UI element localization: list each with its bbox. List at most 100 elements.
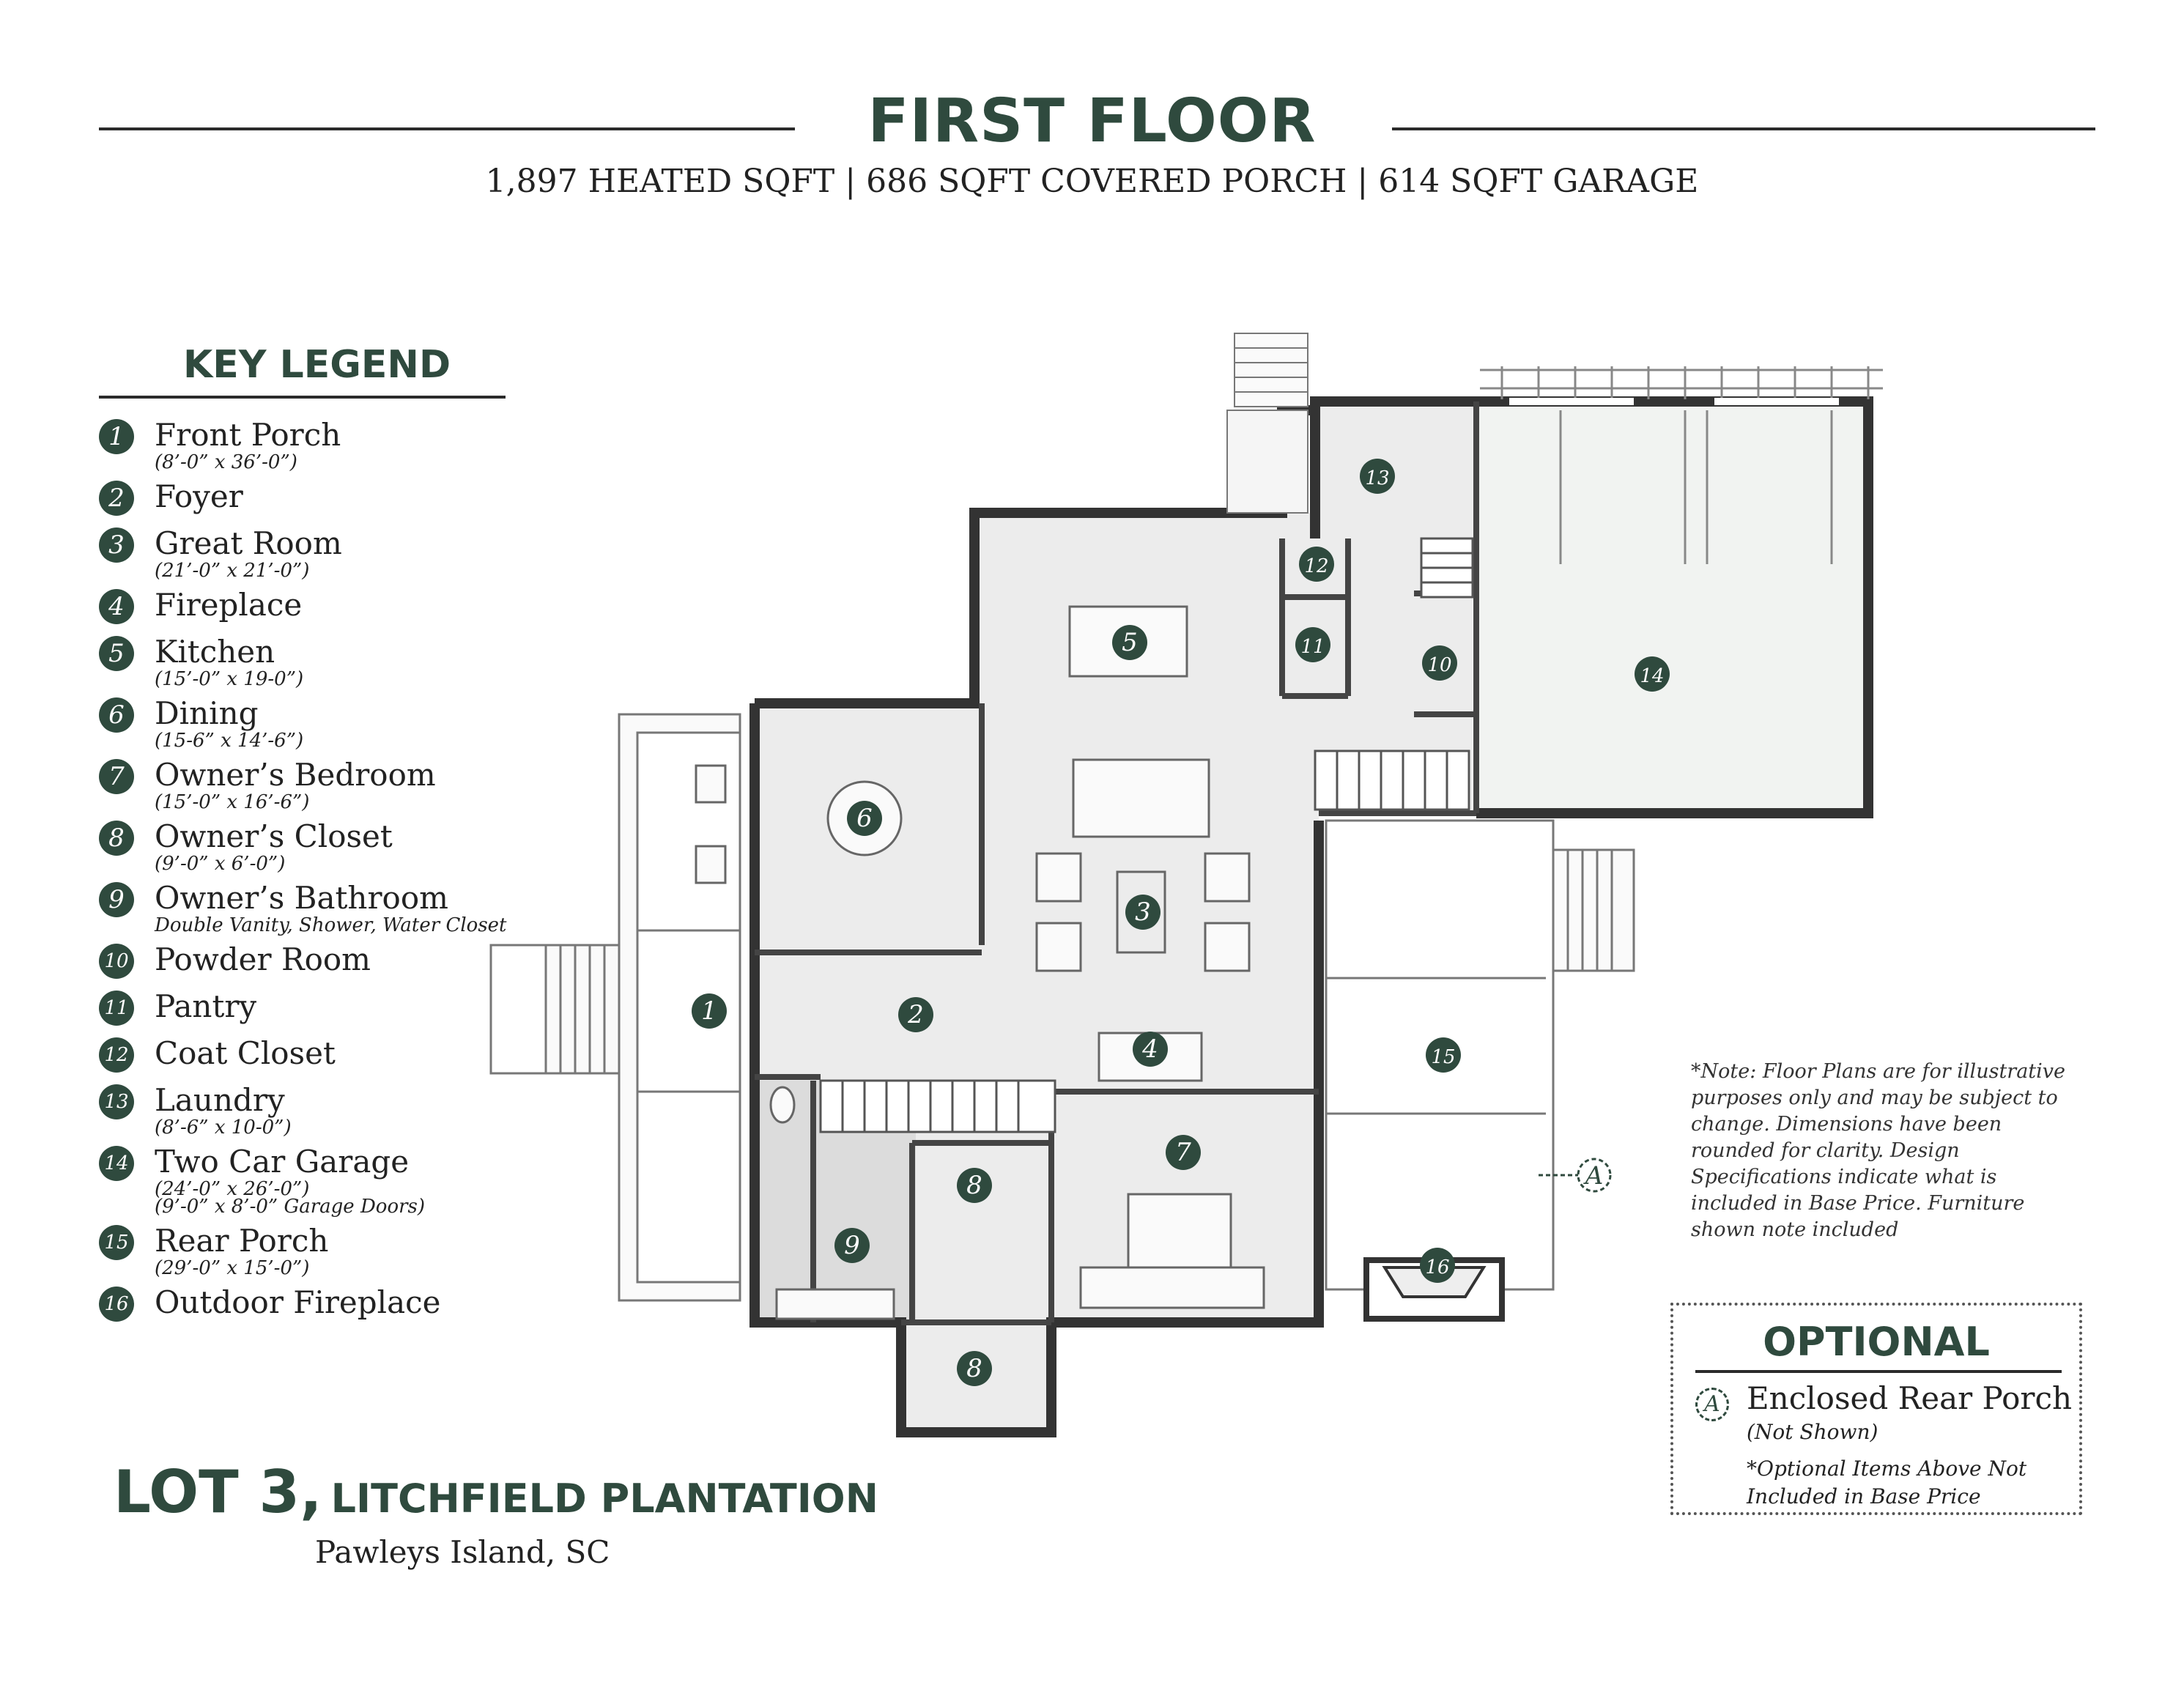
plan-room-number: 5 [1122, 628, 1138, 657]
separator: | [1357, 163, 1369, 200]
separator: | [845, 163, 856, 200]
legend-item-name: Pantry [155, 988, 257, 1024]
plan-room-badge [1422, 645, 1457, 681]
legend-item-name: Owner’s Bathroom [155, 880, 448, 916]
garage-sqft: 614 SQFT GARAGE [1378, 163, 1699, 200]
legend-item-name: Owner’s Closet [155, 818, 393, 854]
legend-item: 4 Fireplace [99, 585, 509, 626]
legend-item-name: Fireplace [155, 587, 303, 623]
legend-number-badge: 9 [99, 882, 134, 917]
lot-location: Pawleys Island, SC [315, 1534, 610, 1570]
legend-item-name: Foyer [155, 478, 243, 514]
legend-number-badge: 4 [99, 589, 134, 624]
legend-item-detail: (15-6” x 14’-6”) [155, 730, 304, 752]
lot-subtitle: LITCHFIELD PLANTATION [330, 1476, 878, 1522]
plan-room-number: 8 [966, 1354, 982, 1383]
legend-item-detail: Double Vanity, Shower, Water Closet [155, 914, 507, 936]
plan-room-badge [1360, 459, 1395, 494]
plan-room-badge [898, 997, 933, 1032]
legend-item-name: Outdoor Fireplace [155, 1284, 441, 1320]
plan-room-badge [1125, 895, 1161, 930]
plan-room-badge [1420, 1248, 1455, 1283]
legend-number-badge: 5 [99, 636, 134, 671]
legend-number-badge: 1 [99, 419, 134, 454]
optional-title: OPTIONAL [1763, 1319, 1990, 1365]
header-rule-left [99, 127, 795, 130]
legend-item-detail: (21’-0” x 21’-0”) [155, 560, 310, 582]
legend-item-detail: (24’-0” x 26’-0”) [155, 1178, 310, 1200]
plan-room-badge [834, 1228, 870, 1263]
legend-number-badge: 12 [99, 1037, 134, 1073]
page-title: FIRST FLOOR [867, 86, 1317, 156]
legend-item-detail: (15’-0” x 16’-6”) [155, 791, 310, 813]
legend-item-detail: (9’-0” x 6’-0”) [155, 853, 286, 875]
legend-rule [99, 396, 506, 399]
plan-room-badge [1299, 547, 1334, 582]
porch-sqft: 686 SQFT COVERED PORCH [866, 163, 1347, 200]
rear-porch [1325, 819, 1635, 1322]
legend-item: 7 Owner’s Bedroom(15’-0” x 16’-6”) [99, 755, 509, 813]
optional-item-name: Enclosed Rear Porch [1747, 1380, 2073, 1416]
legend-item: 14 Two Car Garage(24’-0” x 26’-0”)(9’-0” … [99, 1141, 509, 1218]
legend-number-badge: 7 [99, 759, 134, 794]
plan-room-number: 16 [1425, 1256, 1449, 1278]
legend-number-badge: 16 [99, 1287, 134, 1322]
plan-room-badge [1295, 627, 1330, 662]
legend-item: 6 Dining(15-6” x 14’-6”) [99, 693, 509, 752]
area-summary: 1,897 HEATED SQFT|686 SQFT COVERED PORCH… [0, 163, 2184, 200]
header-rule-right [1392, 127, 2095, 130]
legend-item: 3 Great Room(21’-0” x 21’-0”) [99, 523, 509, 582]
optional-marker-a: A [1539, 1158, 1612, 1193]
legend-number-badge: 2 [99, 481, 134, 516]
legend-item-name: Two Car Garage [155, 1144, 410, 1180]
plan-room-badge [692, 993, 727, 1029]
legend-item-detail: (8’-6” x 10-0”) [155, 1117, 292, 1139]
legend-title: KEY LEGEND [183, 343, 451, 387]
legend-number-badge: 11 [99, 991, 134, 1026]
legend-number-badge: 14 [99, 1146, 134, 1181]
legend-item: 1 Front Porch(8’-0” x 36’-0”) [99, 415, 509, 473]
legend-item-detail: (29’-0” x 15’-0”) [155, 1257, 310, 1279]
optional-note: *Optional Items Above Not Included in Ba… [1747, 1456, 2027, 1509]
exterior-steps-top [1226, 333, 1308, 514]
legend-number-badge: 3 [99, 528, 134, 563]
plan-room-badge [957, 1351, 992, 1386]
key-legend: 1 Front Porch(8’-0” x 36’-0”) 2 Foyer 3 Great… [99, 415, 509, 1329]
plan-room-badge [1112, 625, 1147, 660]
plan-room-number: 14 [1640, 665, 1664, 687]
plan-room-number: 7 [1175, 1138, 1191, 1167]
legend-number-badge: 13 [99, 1084, 134, 1119]
furniture [695, 605, 1265, 1320]
plan-room-badge [1133, 1032, 1168, 1067]
legend-number-badge: 15 [99, 1225, 134, 1260]
legend-item-detail: (15’-0” x 19-0”) [155, 668, 304, 690]
legend-item-name: Owner’s Bedroom [155, 757, 436, 793]
plan-room-badge [847, 801, 882, 836]
plan-room-number: 8 [966, 1171, 982, 1200]
legend-item-detail: (9’-0” x 8’-0” Garage Doors) [155, 1196, 426, 1218]
plan-room-number: 12 [1304, 555, 1328, 577]
plan-room-number: 4 [1141, 1034, 1158, 1064]
legend-number-badge: 8 [99, 821, 134, 856]
front-porch [489, 713, 741, 1302]
legend-item: 8 Owner’s Closet(9’-0” x 6’-0”) [99, 816, 509, 875]
plan-room-number: 9 [844, 1231, 860, 1260]
legend-number-badge: 6 [99, 697, 134, 733]
legend-item-name: Great Room [155, 525, 342, 561]
plan-room-number: 11 [1300, 636, 1325, 658]
optional-item-sub: (Not Shown) [1747, 1420, 1878, 1444]
legend-item-name: Dining [155, 695, 259, 731]
garage-pergola [1480, 366, 1883, 564]
lot-heading: LOT 3,LITCHFIELD PLANTATION [114, 1458, 878, 1526]
plan-room-number: 6 [856, 804, 873, 833]
legend-item-detail: (8’-0” x 36’-0”) [155, 451, 297, 473]
legend-item-name: Front Porch [155, 417, 341, 453]
